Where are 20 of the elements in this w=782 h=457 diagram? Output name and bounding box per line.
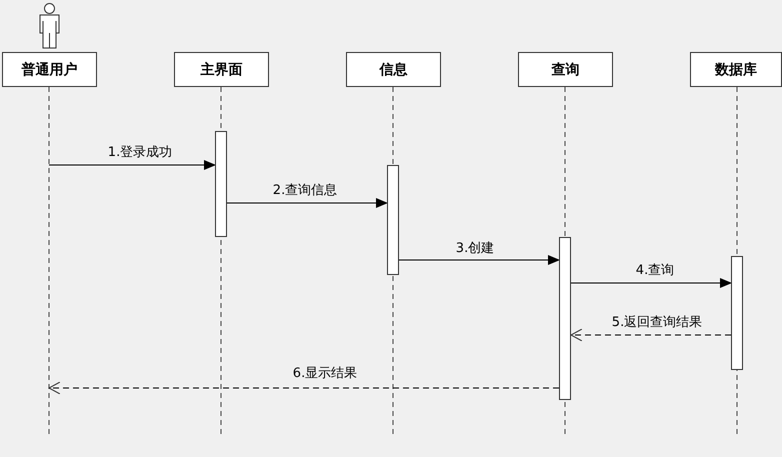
message-arrow bbox=[398, 255, 560, 265]
message-arrow bbox=[48, 160, 216, 170]
edge-label: 3.创建 bbox=[454, 241, 496, 256]
lifeline-header: 查询 bbox=[518, 52, 613, 87]
message-arrow bbox=[48, 382, 560, 394]
activation-bar bbox=[731, 256, 743, 370]
message-arrow bbox=[570, 328, 732, 342]
lifeline-header: 数据库 bbox=[690, 52, 782, 87]
edge-label: 2.查询信息 bbox=[270, 183, 340, 198]
edge-label: 6.显示结果 bbox=[290, 366, 360, 381]
lifeline-header: 普通用户 bbox=[2, 52, 97, 87]
lifeline-header: 信息 bbox=[346, 52, 441, 87]
activation-bar bbox=[387, 165, 399, 275]
message-arrow bbox=[570, 278, 732, 288]
activation-bar bbox=[215, 131, 227, 237]
message-arrow bbox=[226, 198, 388, 208]
lifeline-header: 主界面 bbox=[174, 52, 269, 87]
actor-icon bbox=[37, 3, 62, 49]
activation-bar bbox=[559, 237, 571, 400]
edge-label: 5.返回查询结果 bbox=[610, 315, 704, 330]
